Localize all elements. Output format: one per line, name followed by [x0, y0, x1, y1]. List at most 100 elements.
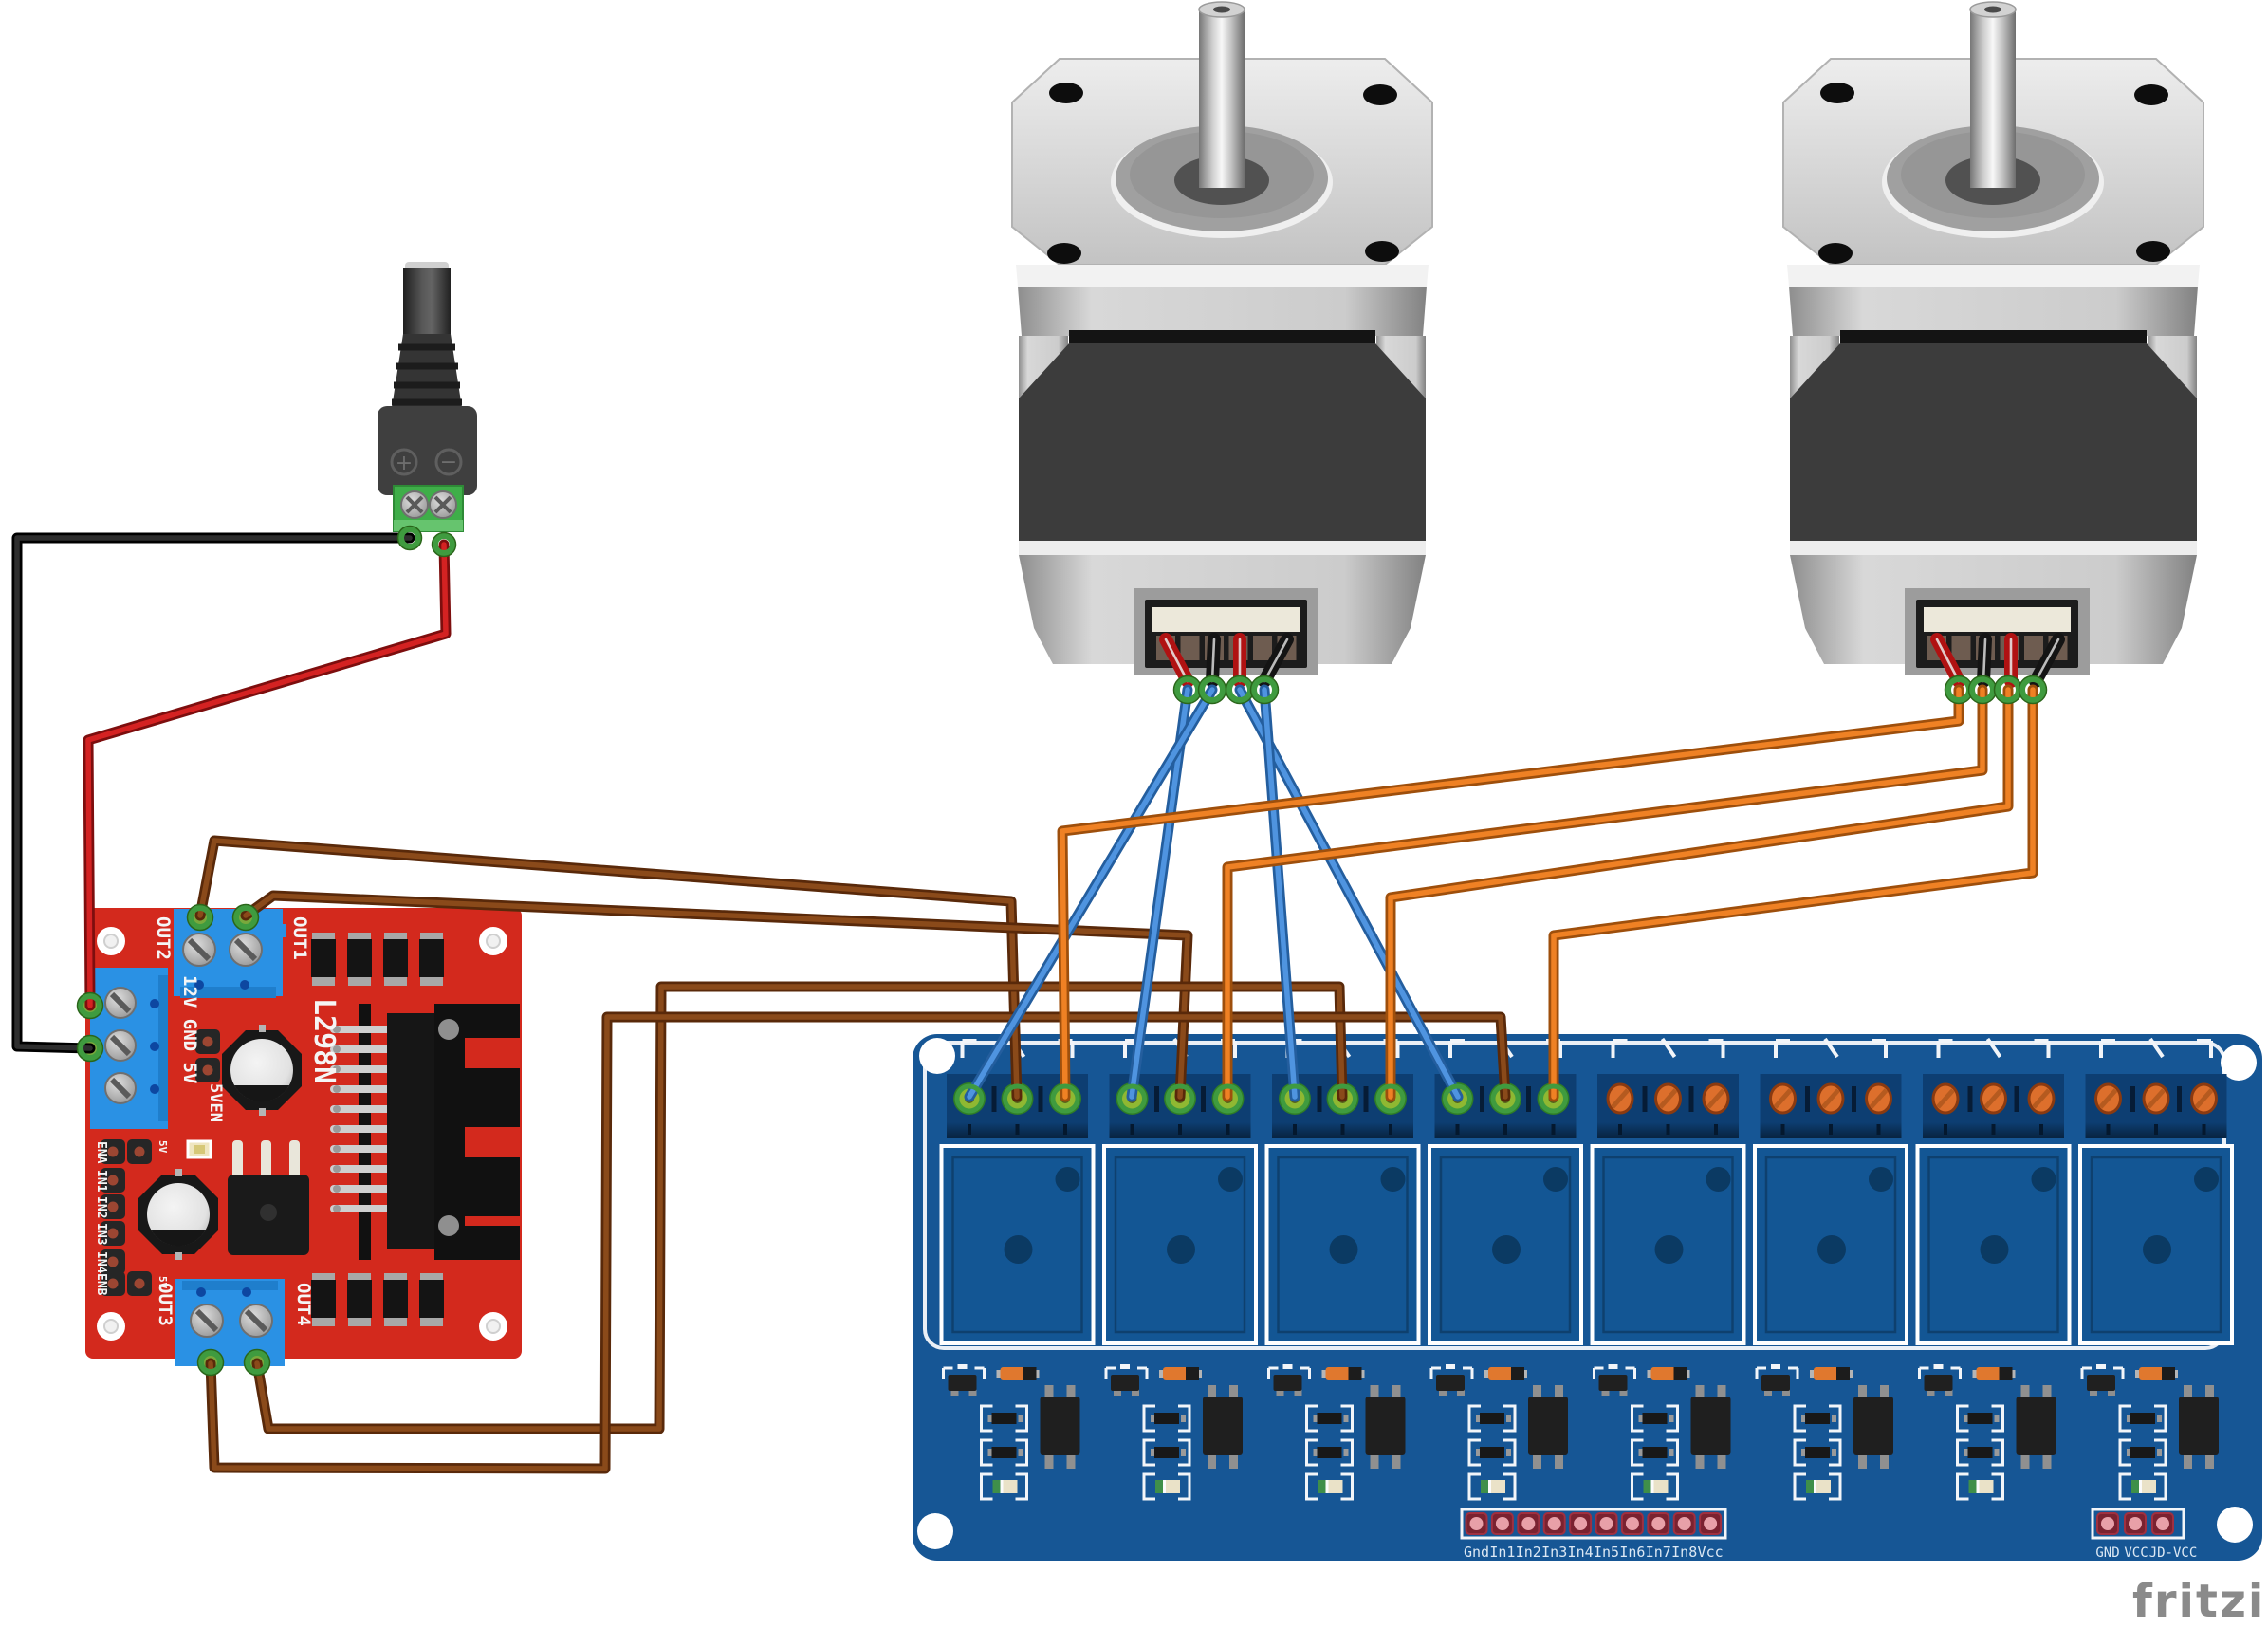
- smd-transistor: [1924, 1375, 1953, 1391]
- motor1-junction-4[interactable]: [1251, 676, 1278, 703]
- wire-w-red-power[interactable]: [83, 539, 452, 1011]
- relay-channel-6[interactable]: [1753, 1037, 1908, 1501]
- l298n-pin-label: ENA: [94, 1141, 108, 1164]
- l298n-12v-ring[interactable]: [78, 993, 102, 1018]
- l298n-name-label: L298N: [307, 998, 341, 1083]
- l298n-pin-label: IN4: [94, 1251, 108, 1274]
- stepper-motor-1[interactable]: [1012, 2, 1432, 681]
- wire-w-m2b-ch2[interactable]: [1222, 684, 1988, 1102]
- wire-w-m1c-ch4[interactable]: [1234, 684, 1464, 1102]
- optocoupler: [1853, 1397, 1893, 1455]
- relay-ch4-ring[interactable]: [1539, 1083, 1568, 1114]
- wire-w-out4-ch3[interactable]: [251, 981, 1348, 1434]
- smd-transistor: [2087, 1375, 2115, 1391]
- optocoupler: [1528, 1397, 1568, 1455]
- dc-barrel-jack[interactable]: + −: [378, 262, 477, 532]
- relay-channel-7[interactable]: [1915, 1037, 2072, 1501]
- relay-ch3-ring[interactable]: [1280, 1083, 1310, 1114]
- wire-w-m2c-ch3[interactable]: [1385, 684, 2014, 1102]
- l298n-out4-ring[interactable]: [245, 1350, 269, 1375]
- l298n-capacitor-1: [222, 1025, 302, 1116]
- smd-transistor: [1273, 1375, 1302, 1391]
- l298n-out2-ring[interactable]: [188, 905, 212, 930]
- l298n-led-die: [194, 1145, 205, 1154]
- wire-w-m1b-ch1[interactable]: [964, 684, 1218, 1102]
- status-led: [1643, 1480, 1653, 1493]
- l298n-out34-terminal[interactable]: [175, 1279, 285, 1373]
- l298n-5ven-header[interactable]: [195, 1029, 220, 1082]
- l298n-jumper-label: 5V: [157, 1276, 169, 1289]
- relay-ch4-ring[interactable]: [1490, 1083, 1521, 1114]
- input-pin-label: In7: [1646, 1544, 1671, 1561]
- relay-mount-hole: [2217, 1507, 2253, 1543]
- relay-ch2-ring[interactable]: [1213, 1083, 1243, 1114]
- l298n-12v-ring-outline: [76, 991, 104, 1020]
- smd-resistor: [991, 1413, 1017, 1424]
- l298n-pin-label: IN3: [94, 1223, 108, 1245]
- smd-diode: [419, 939, 444, 977]
- smd-resistor: [1967, 1447, 1993, 1458]
- relay-channel-5[interactable]: [1590, 1037, 1746, 1501]
- relay-mount-hole: [917, 1513, 953, 1549]
- motor2-junction-4[interactable]: [2019, 676, 2046, 703]
- smd-resistor: [991, 1447, 1017, 1458]
- l298n-pin-label: IN2: [94, 1196, 108, 1218]
- l298n-gnd-ring[interactable]: [78, 1036, 102, 1061]
- l298n-out2-ring-outline: [186, 903, 214, 932]
- smd-resistor: [1480, 1413, 1504, 1424]
- jack-plus-ring-outline: [431, 531, 457, 558]
- jack-plus-ring[interactable]: [433, 533, 455, 556]
- status-led: [1968, 1480, 1979, 1493]
- motor1-junction-2[interactable]: [1199, 676, 1226, 703]
- power-pin-label: GND: [2095, 1545, 2119, 1561]
- relay-ch3-ring[interactable]: [1328, 1083, 1357, 1114]
- smd-resistor: [1480, 1447, 1504, 1458]
- smd-diode: [383, 1280, 408, 1318]
- wire-w-black-power[interactable]: [11, 532, 415, 1054]
- relay-channel-8[interactable]: [2078, 1037, 2234, 1501]
- wire-w-m1a-ch2[interactable]: [1126, 684, 1193, 1102]
- motor2-junction-2[interactable]: [1969, 676, 1996, 703]
- smd-diode: [311, 939, 336, 977]
- wire-w-out3-ch4[interactable]: [205, 1011, 1511, 1474]
- input-pin-label: Vcc: [1698, 1544, 1724, 1561]
- wire-w-m1d-ch3[interactable]: [1259, 684, 1300, 1102]
- l298n-out1-ring[interactable]: [233, 905, 258, 930]
- relay-ch2-ring[interactable]: [1117, 1083, 1147, 1114]
- relay-ch1-ring[interactable]: [1050, 1083, 1080, 1114]
- input-pin-label: In2: [1516, 1544, 1541, 1561]
- wire-w-out2-ch1[interactable]: [194, 835, 1023, 1102]
- l298n-out3-ring[interactable]: [198, 1350, 223, 1375]
- input-pin-label: In6: [1619, 1544, 1645, 1561]
- stepper-motor-2[interactable]: [1783, 2, 2203, 681]
- smd-diode: [419, 1280, 444, 1318]
- l298n-mount-holes: [97, 927, 507, 1341]
- optocoupler: [1365, 1397, 1406, 1455]
- input-pin-label: In1: [1489, 1544, 1515, 1561]
- status-led: [1155, 1480, 1165, 1493]
- smd-resistor: [1967, 1413, 1993, 1424]
- smd-resistor: [1317, 1447, 1342, 1458]
- smd-transistor: [1436, 1375, 1465, 1391]
- relay-ch2-ring[interactable]: [1165, 1083, 1195, 1114]
- l298n-5ven-label: 5VEN: [206, 1083, 225, 1122]
- smd-transistor: [948, 1375, 977, 1391]
- l298n-out3-ring-outline: [196, 1348, 225, 1377]
- wire-w-m2a-ch1[interactable]: [1057, 684, 1964, 1102]
- relay-ch4-ring[interactable]: [1443, 1083, 1472, 1114]
- relay-ch1-ring[interactable]: [1003, 1083, 1032, 1114]
- l298n-pin-label: ENB: [94, 1273, 108, 1296]
- wire-w-m2d-ch4[interactable]: [1548, 684, 2038, 1102]
- relay-ch1-ring[interactable]: [954, 1083, 985, 1114]
- l298n-jumper-label: 5V: [157, 1140, 169, 1154]
- relay-ch3-ring[interactable]: [1375, 1083, 1406, 1114]
- smd-diode: [347, 1280, 372, 1318]
- jack-minus-ring[interactable]: [398, 527, 421, 549]
- smd-transistor: [1111, 1375, 1139, 1391]
- smd-resistor: [1154, 1413, 1179, 1424]
